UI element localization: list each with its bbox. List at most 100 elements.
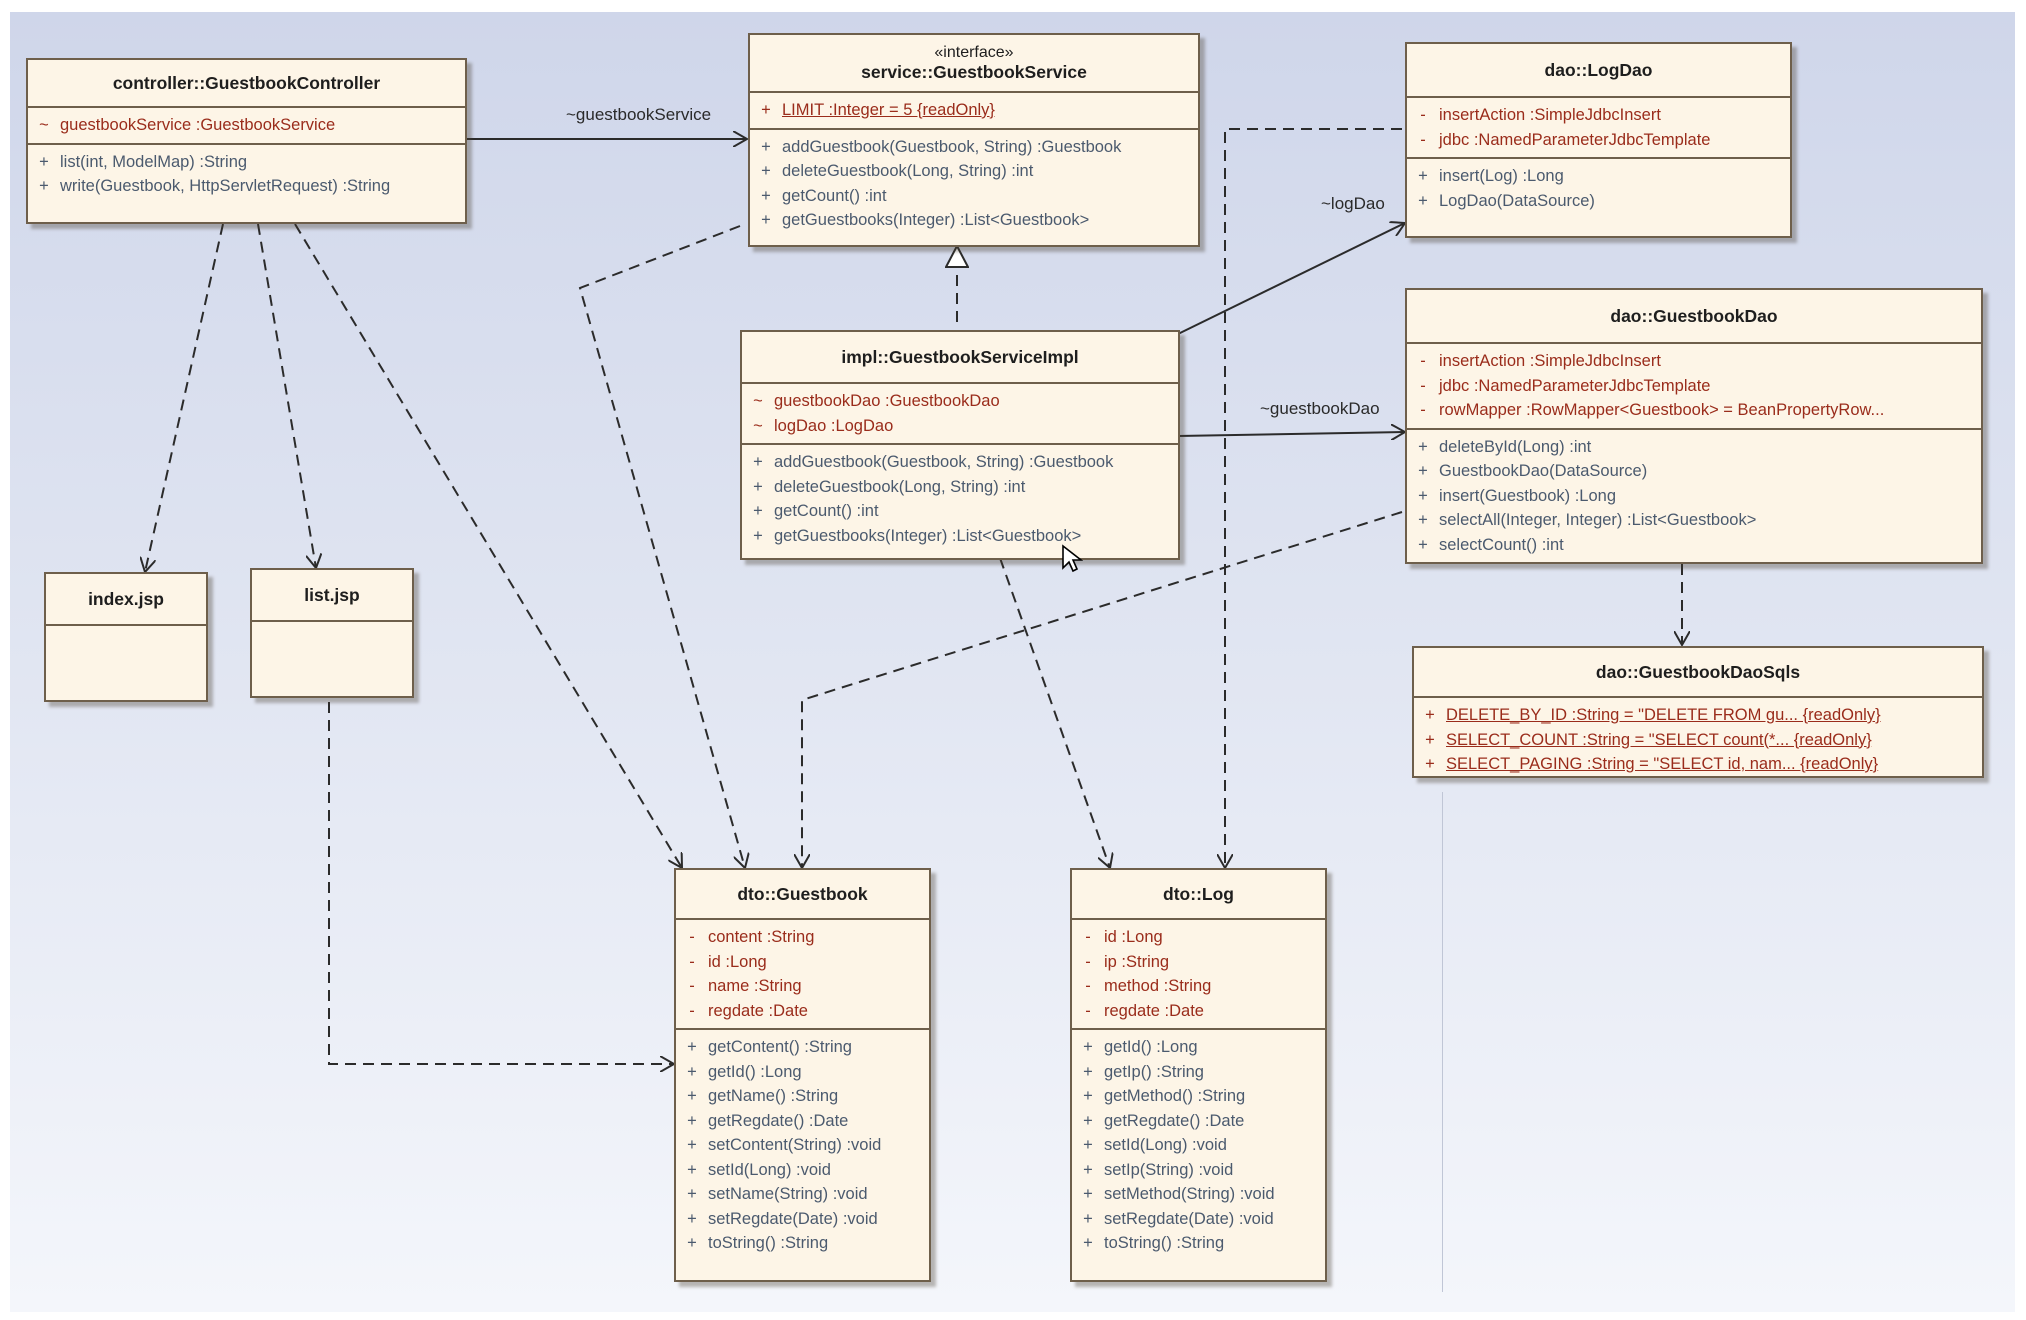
operation-row[interactable]: +setId(Long) :void	[1072, 1133, 1325, 1158]
visibility-marker: +	[687, 1160, 697, 1179]
class-list-jsp[interactable]: list.jsp	[250, 568, 414, 698]
attribute-row[interactable]: -jdbc :NamedParameterJdbcTemplate	[1407, 128, 1790, 153]
operation-row[interactable]: +setMethod(String) :void	[1072, 1182, 1325, 1207]
operation-row[interactable]: +write(Guestbook, HttpServletRequest) :S…	[28, 174, 465, 199]
operation-row[interactable]: +deleteGuestbook(Long, String) :int	[742, 475, 1178, 500]
visibility-marker: +	[761, 137, 771, 156]
visibility-marker: +	[687, 1136, 697, 1154]
attribute-row[interactable]: ~logDao :LogDao	[742, 414, 1178, 439]
class-name: controller::GuestbookController	[112, 72, 381, 93]
attribute-row[interactable]: -regdate :Date	[1072, 999, 1325, 1024]
operation-row[interactable]: +getGuestbooks(Integer) :List<Guestbook>	[742, 524, 1178, 549]
visibility-marker: +	[687, 1111, 697, 1130]
class-dto-guestbook[interactable]: dto::Guestbook -content :String -id :Lon…	[674, 868, 931, 1282]
operation-row[interactable]: +toString() :String	[1072, 1231, 1325, 1256]
member-text: toString() :String	[708, 1234, 829, 1252]
member-text: setIp(String) :void	[1104, 1160, 1234, 1179]
operation-row[interactable]: +getName() :String	[676, 1084, 929, 1109]
operation-row[interactable]: +getCount() :int	[750, 184, 1198, 209]
visibility-marker: +	[39, 152, 49, 171]
visibility-marker: ~	[753, 392, 763, 410]
operation-row[interactable]: +addGuestbook(Guestbook, String) :Guestb…	[750, 135, 1198, 160]
class-guestbook-dao[interactable]: dao::GuestbookDao -insertAction :SimpleJ…	[1405, 288, 1983, 564]
operation-row[interactable]: +setContent(String) :void	[676, 1133, 929, 1158]
member-text: getCount() :int	[782, 186, 887, 205]
visibility-marker: -	[1420, 106, 1426, 124]
attribute-row[interactable]: -insertAction :SimpleJdbcInsert	[1407, 103, 1790, 128]
assoc-impl-guestbookdao	[1177, 432, 1405, 436]
operation-row[interactable]: +getId() :Long	[676, 1060, 929, 1085]
visibility-marker: -	[1420, 130, 1426, 149]
class-index-jsp[interactable]: index.jsp	[44, 572, 208, 702]
attribute-row[interactable]: +SELECT_COUNT :String = "SELECT count(*.…	[1414, 728, 1982, 753]
operation-row[interactable]: +addGuestbook(Guestbook, String) :Guestb…	[742, 450, 1178, 475]
attribute-row[interactable]: -jdbc :NamedParameterJdbcTemplate	[1407, 374, 1981, 399]
operation-row[interactable]: +setName(String) :void	[676, 1182, 929, 1207]
member-text: method :String	[1104, 977, 1212, 995]
attributes-compartment: -id :Long -ip :String -method :String -r…	[1072, 920, 1325, 1030]
visibility-marker: +	[1425, 730, 1435, 749]
class-guestbook-service[interactable]: «interface» service::GuestbookService +L…	[748, 33, 1200, 247]
operation-row[interactable]: +selectAll(Integer, Integer) :List<Guest…	[1407, 508, 1981, 533]
visibility-marker: -	[1085, 977, 1091, 995]
operation-row[interactable]: +list(int, ModelMap) :String	[28, 150, 465, 175]
operation-row[interactable]: +getRegdate() :Date	[1072, 1109, 1325, 1134]
class-name: list.jsp	[304, 584, 360, 605]
visibility-marker: +	[1083, 1136, 1093, 1154]
visibility-marker: +	[687, 1038, 697, 1056]
visibility-marker: -	[1420, 401, 1426, 419]
class-dto-log[interactable]: dto::Log -id :Long -ip :String -method :…	[1070, 868, 1327, 1282]
operation-row[interactable]: +getMethod() :String	[1072, 1084, 1325, 1109]
visibility-marker: +	[39, 177, 49, 195]
class-log-dao[interactable]: dao::LogDao -insertAction :SimpleJdbcIns…	[1405, 42, 1792, 238]
class-guestbook-dao-sqls[interactable]: dao::GuestbookDaoSqls +DELETE_BY_ID :Str…	[1412, 646, 1984, 778]
class-name: dto::Log	[1163, 883, 1234, 904]
operation-row[interactable]: +getContent() :String	[676, 1035, 929, 1060]
operation-row[interactable]: +LogDao(DataSource)	[1407, 189, 1790, 214]
operation-row[interactable]: +setIp(String) :void	[1072, 1158, 1325, 1183]
class-guestbook-controller[interactable]: controller::GuestbookController ~guestbo…	[26, 58, 467, 224]
visibility-marker: +	[1418, 437, 1428, 456]
attribute-row[interactable]: -insertAction :SimpleJdbcInsert	[1407, 349, 1981, 374]
attribute-row[interactable]: ~guestbookService :GuestbookService	[28, 113, 465, 138]
operation-row[interactable]: +getGuestbooks(Integer) :List<Guestbook>	[750, 208, 1198, 233]
visibility-marker: +	[1418, 535, 1428, 554]
attribute-row[interactable]: +DELETE_BY_ID :String = "DELETE FROM gu.…	[1414, 703, 1982, 728]
attribute-row[interactable]: -id :Long	[676, 950, 929, 975]
operation-row[interactable]: +toString() :String	[676, 1231, 929, 1256]
member-text: content :String	[708, 928, 815, 946]
operation-row[interactable]: +setRegdate(Date) :void	[1072, 1207, 1325, 1232]
attribute-row[interactable]: -regdate :Date	[676, 999, 929, 1024]
operation-row[interactable]: +getId() :Long	[1072, 1035, 1325, 1060]
class-title: dao::LogDao	[1407, 44, 1790, 98]
member-text: deleteById(Long) :int	[1439, 437, 1592, 456]
operation-row[interactable]: +deleteGuestbook(Long, String) :int	[750, 159, 1198, 184]
dep-guestbookdao-guestbook	[802, 511, 1403, 868]
guestbook-dao-role-label: ~guestbookDao	[1260, 399, 1380, 418]
operation-row[interactable]: +GuestbookDao(DataSource)	[1407, 459, 1981, 484]
attribute-row[interactable]: -id :Long	[1072, 925, 1325, 950]
attribute-row[interactable]: +SELECT_PAGING :String = "SELECT id, nam…	[1414, 752, 1982, 776]
operation-row[interactable]: +insert(Guestbook) :Long	[1407, 484, 1981, 509]
attribute-row[interactable]: +LIMIT :Integer = 5 {readOnly}	[750, 98, 1198, 123]
attribute-row[interactable]: ~guestbookDao :GuestbookDao	[742, 389, 1178, 414]
dep-controller-index	[145, 223, 224, 572]
attribute-row[interactable]: -rowMapper :RowMapper<Guestbook> = BeanP…	[1407, 398, 1981, 423]
attribute-row[interactable]: -ip :String	[1072, 950, 1325, 975]
class-title: index.jsp	[46, 574, 206, 626]
operation-row[interactable]: +setId(Long) :void	[676, 1158, 929, 1183]
operation-row[interactable]: +insert(Log) :Long	[1407, 164, 1790, 189]
attribute-row[interactable]: -content :String	[676, 925, 929, 950]
operation-row[interactable]: + deleteById(Long) :int	[1407, 435, 1981, 460]
operation-row[interactable]: +getCount() :int	[742, 499, 1178, 524]
member-text: getMethod() :String	[1104, 1087, 1246, 1105]
operation-row[interactable]: +selectCount() :int	[1407, 533, 1981, 558]
operation-row[interactable]: +setRegdate(Date) :void	[676, 1207, 929, 1232]
attribute-row[interactable]: -method :String	[1072, 974, 1325, 999]
operation-row[interactable]: +getRegdate() :Date	[676, 1109, 929, 1134]
member-text: setRegdate(Date) :void	[708, 1209, 878, 1228]
operation-row[interactable]: +getIp() :String	[1072, 1060, 1325, 1085]
class-guestbook-service-impl[interactable]: impl::GuestbookServiceImpl ~guestbookDao…	[740, 330, 1180, 560]
member-text: GuestbookDao(DataSource)	[1439, 462, 1648, 480]
attribute-row[interactable]: -name :String	[676, 974, 929, 999]
